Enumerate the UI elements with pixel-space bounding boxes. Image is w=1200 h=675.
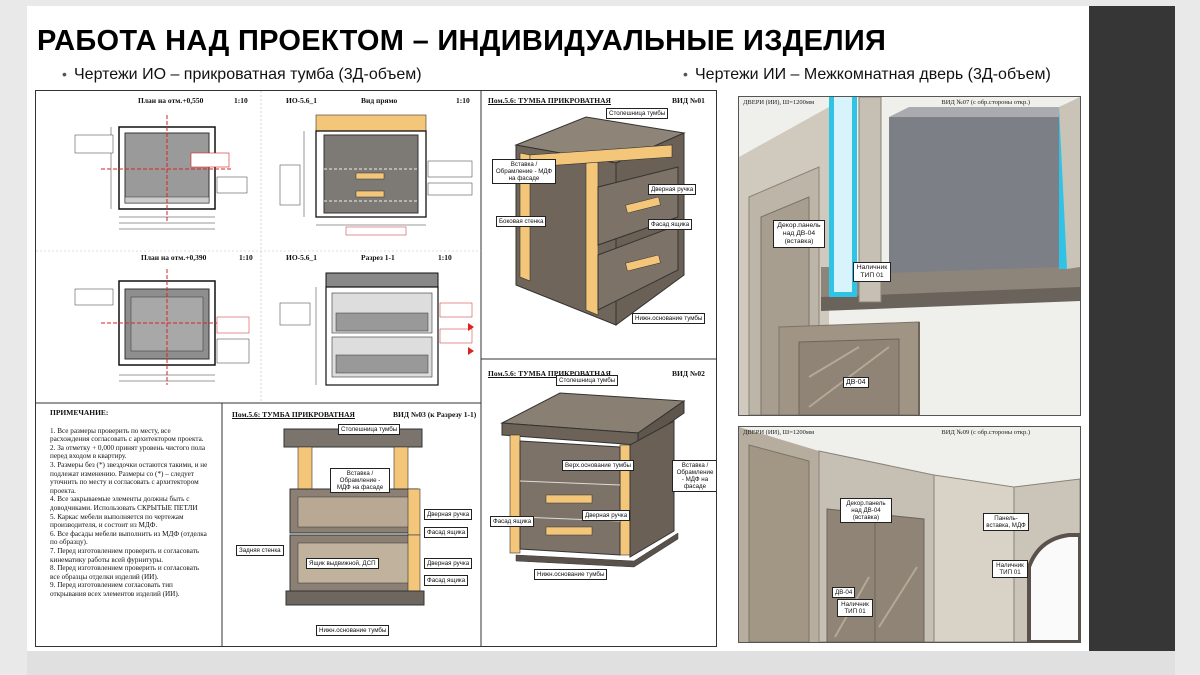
drawing-sheet-cabinet: План на отм.+0,550 1:10 ИО-5.6_1 Вид пря…	[35, 90, 717, 647]
callout-v02-countertop: Столешница тумбы	[556, 375, 619, 386]
note-item: 5. Каркас мебели выполняется по чертежам…	[50, 512, 184, 530]
callout-v02-handle: Дверная ручка	[582, 510, 631, 521]
front-code: ИО-5.6_1	[286, 96, 318, 105]
view03-code: ВИД №03 (к Разрезу 1-1)	[393, 410, 477, 419]
callout-v03-countertop: Столешница тумбы	[338, 424, 401, 435]
callout-v03-handle2: Дверная ручка	[424, 558, 473, 569]
door-view-07: ДВЕРИ (ИИ), Ш=1200мм ВИД №07 (с обр.стор…	[738, 96, 1081, 416]
front-scale: 1:10	[456, 96, 470, 105]
callout-v01-side: Боковая стенка	[496, 216, 547, 227]
view02-drawing	[500, 392, 686, 568]
door-views: ДВЕРИ (ИИ), Ш=1200мм ВИД №07 (с обр.стор…	[738, 96, 1081, 643]
note-item: 8. Перед изготовлением проверить и согла…	[50, 564, 200, 581]
bullet-right-text: Чертежи ИИ – Межкомнатная дверь (3Д-объе…	[695, 66, 1051, 83]
note-item: 9. Перед изготовлением согласовать тип о…	[50, 581, 180, 598]
notes-heading: ПРИМЕЧАНИЕ:	[50, 408, 109, 417]
page-title: РАБОТА НАД ПРОЕКТОМ – ИНДИВИДУАЛЬНЫЕ ИЗД…	[37, 25, 887, 57]
callout-v01-drawer-front: Фасад ящика	[648, 219, 693, 230]
note-item: 7. Перед изготовлением проверить и согла…	[50, 546, 200, 564]
bottom-shade	[27, 651, 1175, 675]
section-code: ИО-5.6_1	[286, 253, 318, 262]
callout-v07-trim: Наличник ТИП 01	[853, 262, 891, 282]
callout-v02-upper-base: Верх.основание тумбы	[562, 460, 634, 471]
callout-v07-panel: Декор.панель над ДВ-04 (вставка)	[773, 220, 825, 248]
callout-v09-trim-left: Наличник ТИП 01	[837, 599, 873, 617]
bullet-dot-icon: •	[683, 66, 688, 82]
callout-v02-base: Нижн.основание тумбы	[534, 569, 608, 580]
dark-side-bar	[1089, 6, 1175, 651]
bullet-left: • Чертежи ИО – прикроватная тумба (3Д-объ…	[62, 66, 422, 84]
callout-v03-base: Нижн.основание тумбы	[316, 625, 390, 636]
door-view-09: ДВЕРИ (ИИ), Ш=1200мм ВИД №09 (с обр.стор…	[738, 426, 1081, 643]
callout-v02-insert: Вставка / Обрамление - МДФ на фасаде	[672, 460, 716, 492]
bullet-left-text: Чертежи ИО – прикроватная тумба (3Д-объе…	[74, 66, 422, 83]
door-view-09-header: ДВЕРИ (ИИ), Ш=1200мм	[743, 429, 815, 436]
front-view-drawing	[279, 114, 473, 236]
callout-v03-drawer: Ящик выдвижной, ДСП	[306, 558, 379, 569]
callout-v09-trim-right: Наличник ТИП 01	[992, 560, 1028, 578]
note-item: 2. За отметку + 0,000 принят уровень чис…	[50, 443, 206, 461]
front-title: Вид прямо	[361, 96, 398, 105]
note-item: 3. Размеры без (*) звездочки остаются та…	[50, 460, 208, 495]
callout-v03-drawer-front2: Фасад ящика	[424, 575, 469, 586]
callout-v01-base: Нижн.основание тумбы	[632, 313, 706, 324]
view01-title: Пом.5.6: ТУМБА ПРИКРОВАТНАЯ	[488, 96, 611, 105]
bullet-dot-icon: •	[62, 66, 67, 82]
door-view-07-render	[739, 97, 1080, 415]
callout-v01-handle: Дверная ручка	[648, 184, 697, 195]
callout-v03-back: Задняя стенка	[236, 545, 284, 556]
plan1-title: План на отм.+0,550	[138, 96, 204, 105]
door-view-09-code: ВИД №09 (с обр.стороны откр.)	[941, 429, 1030, 436]
callout-v02-drawer-front: Фасад ящика	[490, 516, 535, 527]
view03-title: Пом.5.6: ТУМБА ПРИКРОВАТНАЯ	[232, 410, 355, 419]
view02-code: ВИД №02	[672, 369, 705, 378]
plan1-scale: 1:10	[234, 96, 248, 105]
sheet-grid	[36, 91, 716, 646]
door-view-07-code: ВИД №07 (с обр.стороны откр.)	[941, 99, 1030, 106]
callout-v09-wall: Панель-вставка, МДФ	[983, 513, 1029, 531]
note-item: 4. Все закрываемые элементы должны быть …	[50, 495, 198, 512]
callout-v03-insert: Вставка / Обрамление - МДФ на фасаде	[330, 468, 390, 493]
note-item: 1. Все размеры проверить по месту, все р…	[50, 426, 204, 444]
note-item: 6. Все фасады мебели выполнить из МДФ (о…	[50, 529, 207, 547]
plan1-drawing	[74, 115, 248, 230]
view02-title: Пом.5.6: ТУМБА ПРИКРОВАТНАЯ	[488, 369, 611, 378]
plan2-scale: 1:10	[239, 253, 253, 262]
tag-v09-door: ДВ-04	[832, 587, 856, 598]
bullet-right: • Чертежи ИИ – Межкомнатная дверь (3Д-объ…	[683, 66, 1051, 84]
section-scale: 1:10	[438, 253, 452, 262]
view03-drawing	[283, 428, 425, 606]
callout-v09-panel: Декор.панель над ДВ-04 (вставка)	[840, 498, 892, 523]
door-view-09-render	[739, 427, 1080, 642]
tag-v07-door: ДВ-04	[843, 377, 869, 388]
callout-v03-drawer-front1: Фасад ящика	[424, 527, 469, 538]
callout-v03-handle1: Дверная ручка	[424, 509, 473, 520]
door-view-07-header: ДВЕРИ (ИИ), Ш=1200мм	[743, 99, 815, 106]
section-title: Разрез 1-1	[361, 253, 395, 262]
section-drawing	[279, 272, 474, 386]
plan2-drawing	[74, 269, 250, 385]
view01-code: ВИД №01	[672, 96, 705, 105]
notes-block: ПРИМЕЧАНИЕ: 1. Все размеры проверить по …	[50, 408, 210, 598]
callout-v01-insert: Вставка / Обрамление - МДФ на фасаде	[492, 159, 556, 184]
callout-v01-countertop: Столешница тумбы	[606, 108, 669, 119]
plan2-title: План на отм.+0,390	[141, 253, 207, 262]
